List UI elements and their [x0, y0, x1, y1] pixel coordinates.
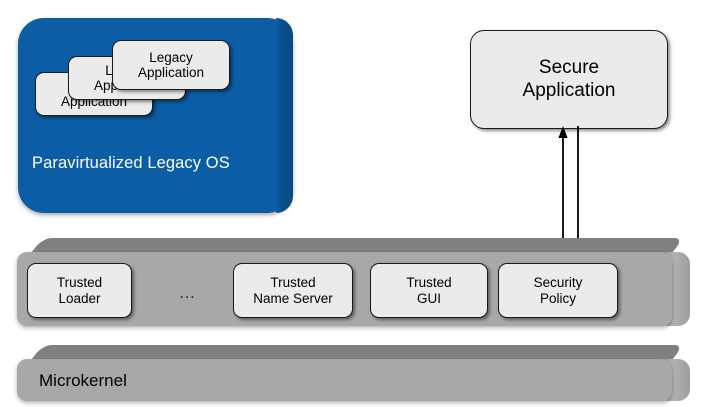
microkernel-bar-face — [17, 359, 672, 401]
trusted-loader-text: Trusted Loader — [57, 275, 102, 306]
vm-container-bevel — [276, 18, 293, 213]
trusted-loader-box[interactable]: Trusted Loader — [27, 263, 132, 318]
trusted-loader-line2: Loader — [58, 290, 101, 306]
legacy-application-box-front[interactable]: Legacy Application — [112, 40, 230, 90]
trusted-gui-line1: Trusted — [406, 275, 452, 291]
security-policy-line1: Security — [533, 275, 583, 291]
microkernel-bar: Microkernel — [17, 345, 690, 401]
microkernel-label: Microkernel — [39, 371, 127, 390]
secure-application-text: Secure Application — [523, 57, 616, 103]
trusted-name-server-line1: Trusted — [270, 275, 316, 291]
services-ellipsis: … — [178, 283, 198, 302]
trusted-loader-line1: Trusted — [56, 275, 103, 291]
secure-app-line1: Secure — [538, 56, 600, 78]
trusted-gui-text: Trusted GUI — [406, 275, 451, 306]
security-policy-box[interactable]: Security Policy — [498, 263, 618, 318]
legacy-application-text-front: Legacy Application — [138, 50, 204, 81]
trusted-name-server-box[interactable]: Trusted Name Server — [233, 263, 353, 318]
trusted-gui-line2: GUI — [416, 290, 441, 306]
security-policy-text: Security Policy — [534, 275, 583, 306]
secure-application-box[interactable]: Secure Application — [470, 30, 668, 129]
legacy-app-line2-front: Application — [137, 65, 205, 80]
trusted-gui-box[interactable]: Trusted GUI — [370, 263, 488, 318]
legacy-app-line1-front: Legacy — [149, 49, 193, 65]
trusted-name-server-text: Trusted Name Server — [253, 275, 333, 306]
services-bar-top-bevel — [31, 238, 684, 253]
trusted-name-server-line2: Name Server — [253, 290, 333, 306]
security-policy-line2: Policy — [539, 290, 576, 306]
secure-app-line2: Application — [522, 79, 616, 101]
paravirtualized-legacy-os-label: Paravirtualized Legacy OS — [32, 154, 230, 172]
microkernel-bar-top-bevel — [31, 345, 684, 360]
